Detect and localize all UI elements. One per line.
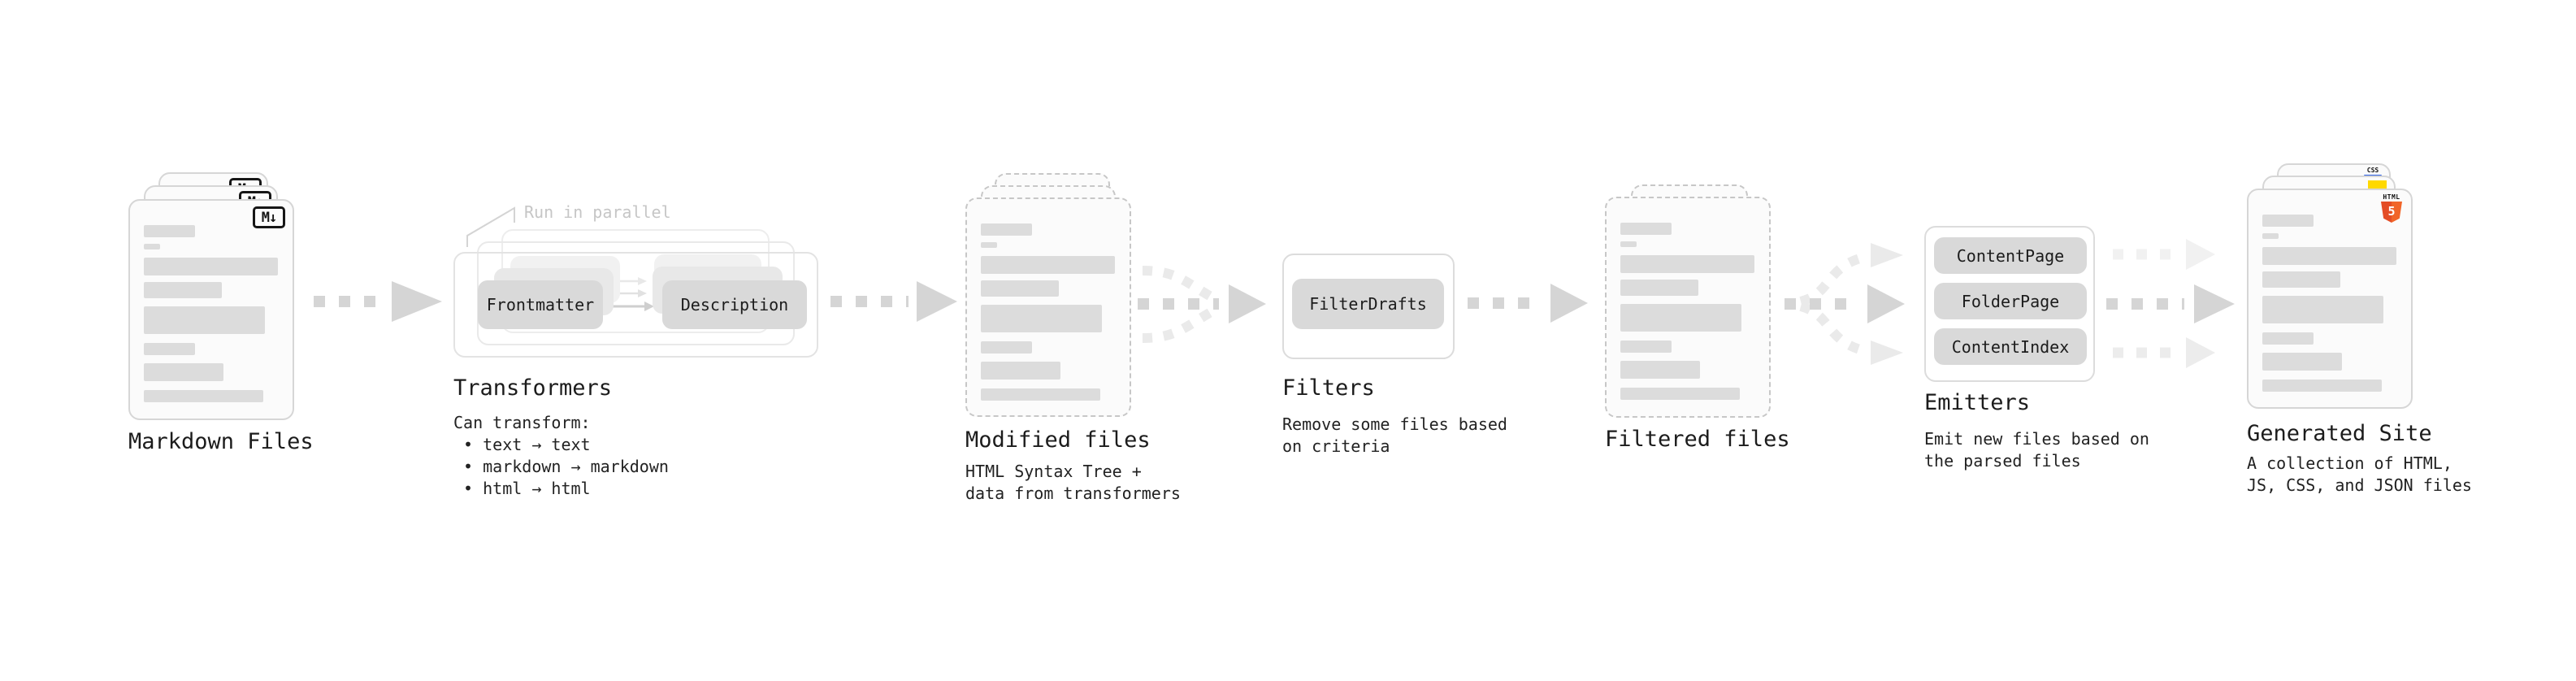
arrow-markdown-to-transformers <box>314 281 442 322</box>
generated-file-card-front: HTML 5 <box>2247 189 2413 409</box>
pill-contentpage: ContentPage <box>1934 237 2087 274</box>
css-icon-label: CSS <box>2366 167 2379 174</box>
stage-title-generated-site: Generated Site <box>2247 421 2432 446</box>
pill-frontmatter: Frontmatter <box>478 280 603 329</box>
arrow-transformers-to-modified <box>830 281 957 322</box>
pill-filterdrafts: FilterDrafts <box>1292 279 1444 329</box>
doc-content-placeholder <box>2249 190 2411 407</box>
stage-subtitle-emitters: Emit new files based on the parsed files <box>1924 429 2149 471</box>
arrow-modified-to-filters-merge <box>1138 266 1266 343</box>
arrow-filtered-to-emitters-diverge <box>1785 243 1905 365</box>
stage-title-markdown-files: Markdown Files <box>128 429 314 454</box>
html5-icon-word: HTML <box>2383 193 2400 201</box>
pill-folderpage: FolderPage <box>1934 283 2087 319</box>
doc-content-placeholder <box>130 201 293 419</box>
doc-content-placeholder <box>1607 198 1769 416</box>
pill-description: Description <box>662 280 807 329</box>
modified-file-card-front <box>965 197 1131 417</box>
stage-title-filters: Filters <box>1282 375 1375 401</box>
stage-subtitle-filters: Remove some files based on criteria <box>1282 414 1507 456</box>
run-in-parallel-annotation: Run in parallel <box>524 202 671 222</box>
js-icon <box>2368 180 2387 191</box>
filtered-file-card-front <box>1605 197 1771 418</box>
stage-subtitle-generated-site: A collection of HTML, JS, CSS, and JSON … <box>2247 453 2472 495</box>
doc-content-placeholder <box>967 199 1130 415</box>
markdown-file-card-front: M↓ <box>128 199 294 420</box>
arrow-emitters-to-generated <box>2106 239 2235 368</box>
stage-subtitle-modified-files: HTML Syntax Tree + data from transformer… <box>965 462 1181 503</box>
stage-title-emitters: Emitters <box>1924 390 2031 415</box>
markdown-icon: M↓ <box>253 206 285 228</box>
stage-title-transformers: Transformers <box>453 375 613 401</box>
transformer-box-front <box>453 252 818 358</box>
html5-icon: HTML 5 <box>2380 193 2403 223</box>
arrow-filters-to-filtered <box>1468 284 1588 323</box>
pill-contentindex: ContentIndex <box>1934 328 2087 365</box>
stage-title-filtered-files: Filtered files <box>1605 427 1790 452</box>
stage-subtitle-transformers: Can transform: • text → text • markdown … <box>453 413 669 498</box>
stage-title-modified-files: Modified files <box>965 427 1151 453</box>
